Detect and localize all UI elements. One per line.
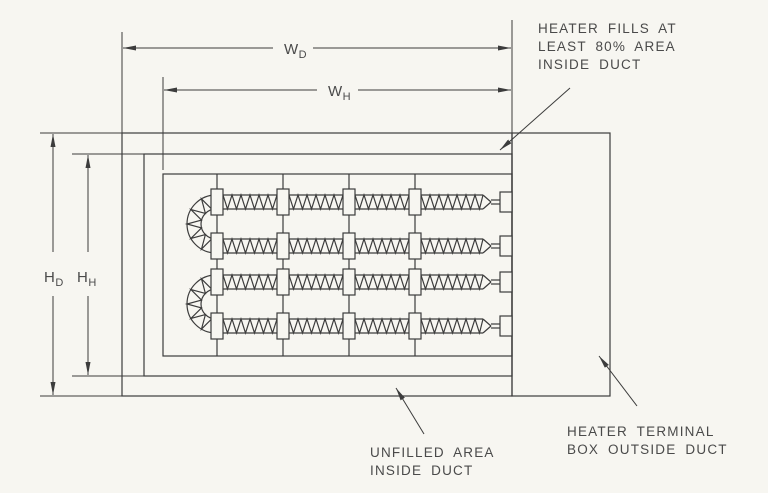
element-coil-zigzag — [420, 273, 484, 292]
hairpin-turn-coil — [184, 274, 217, 334]
element-coil-zigzag — [354, 193, 410, 211]
support-bracket — [210, 188, 224, 216]
element-coil-zigzag — [288, 273, 344, 291]
element-coil-zigzag — [222, 273, 278, 291]
element-coil-zigzag — [288, 317, 344, 335]
support-bracket — [210, 312, 224, 340]
terminal-box — [511, 132, 611, 397]
annotation-line: UNFILLED AREA — [370, 445, 495, 460]
annotation-line: BOX OUTSIDE DUCT — [567, 442, 728, 457]
annotation-unfilled-area: UNFILLED AREA INSIDE DUCT — [370, 445, 495, 478]
support-bracket — [276, 312, 290, 340]
annotation-line: LEAST 80% AREA — [538, 39, 676, 54]
terminal-block — [499, 191, 513, 213]
label-heater-width: WH — [328, 83, 351, 103]
support-bracket — [210, 232, 224, 260]
label-duct-height: HD — [44, 269, 64, 289]
label-heater-height: HH — [77, 269, 97, 289]
label-duct-width: WD — [284, 41, 307, 61]
element-coil-zigzag — [420, 193, 484, 212]
support-bracket — [408, 232, 422, 260]
element-coil-zigzag — [222, 237, 278, 255]
annotation-line: HEATER FILLS AT — [538, 21, 677, 36]
annotation-heater-fill: HEATER FILLS AT LEAST 80% AREA INSIDE DU… — [538, 21, 677, 72]
element-coil-zigzag — [222, 317, 278, 335]
element-coil-zigzag — [420, 317, 484, 336]
support-bracket — [276, 268, 290, 296]
terminal-block — [499, 271, 513, 293]
element-end-taper — [482, 194, 492, 203]
element-coil-zigzag — [354, 237, 410, 255]
heating-elements — [184, 174, 513, 356]
element-coil-zigzag — [288, 193, 344, 211]
support-bracket — [408, 268, 422, 296]
terminal-block — [499, 315, 513, 337]
support-bracket — [210, 268, 224, 296]
dimension-heater-height — [72, 153, 144, 377]
support-bracket — [276, 188, 290, 216]
support-bracket — [276, 232, 290, 260]
element-coil-zigzag — [354, 317, 410, 335]
element-end-taper — [482, 318, 492, 327]
leader-heater-fill — [499, 87, 571, 151]
element-coil-zigzag — [222, 193, 278, 211]
annotation-line: INSIDE DUCT — [370, 463, 473, 478]
dimension-duct-width — [121, 20, 513, 133]
leader-terminal-box — [598, 355, 638, 407]
support-bracket — [408, 188, 422, 216]
support-bracket — [342, 188, 356, 216]
support-bracket — [342, 312, 356, 340]
hairpin-turn-coil — [184, 194, 217, 254]
annotation-line: HEATER TERMINAL — [567, 424, 715, 439]
support-bracket — [408, 312, 422, 340]
terminal-block — [499, 235, 513, 257]
element-coil-zigzag — [288, 237, 344, 255]
element-end-taper — [482, 238, 492, 247]
dimension-duct-height — [40, 132, 122, 397]
element-end-taper — [482, 201, 492, 210]
annotation-line: INSIDE DUCT — [538, 57, 641, 72]
element-end-taper — [482, 281, 492, 290]
leader-lines — [395, 87, 638, 435]
element-end-taper — [482, 274, 492, 283]
element-coil-zigzag — [420, 237, 484, 256]
element-end-taper — [482, 325, 492, 334]
leader-unfilled-area — [395, 387, 425, 435]
dimension-heater-width — [162, 77, 511, 170]
support-bracket — [342, 232, 356, 260]
element-coil-zigzag — [354, 273, 410, 291]
annotation-terminal-box: HEATER TERMINAL BOX OUTSIDE DUCT — [567, 424, 728, 457]
heater-frame-outline — [143, 153, 513, 377]
element-end-taper — [482, 245, 492, 254]
support-bracket — [342, 268, 356, 296]
